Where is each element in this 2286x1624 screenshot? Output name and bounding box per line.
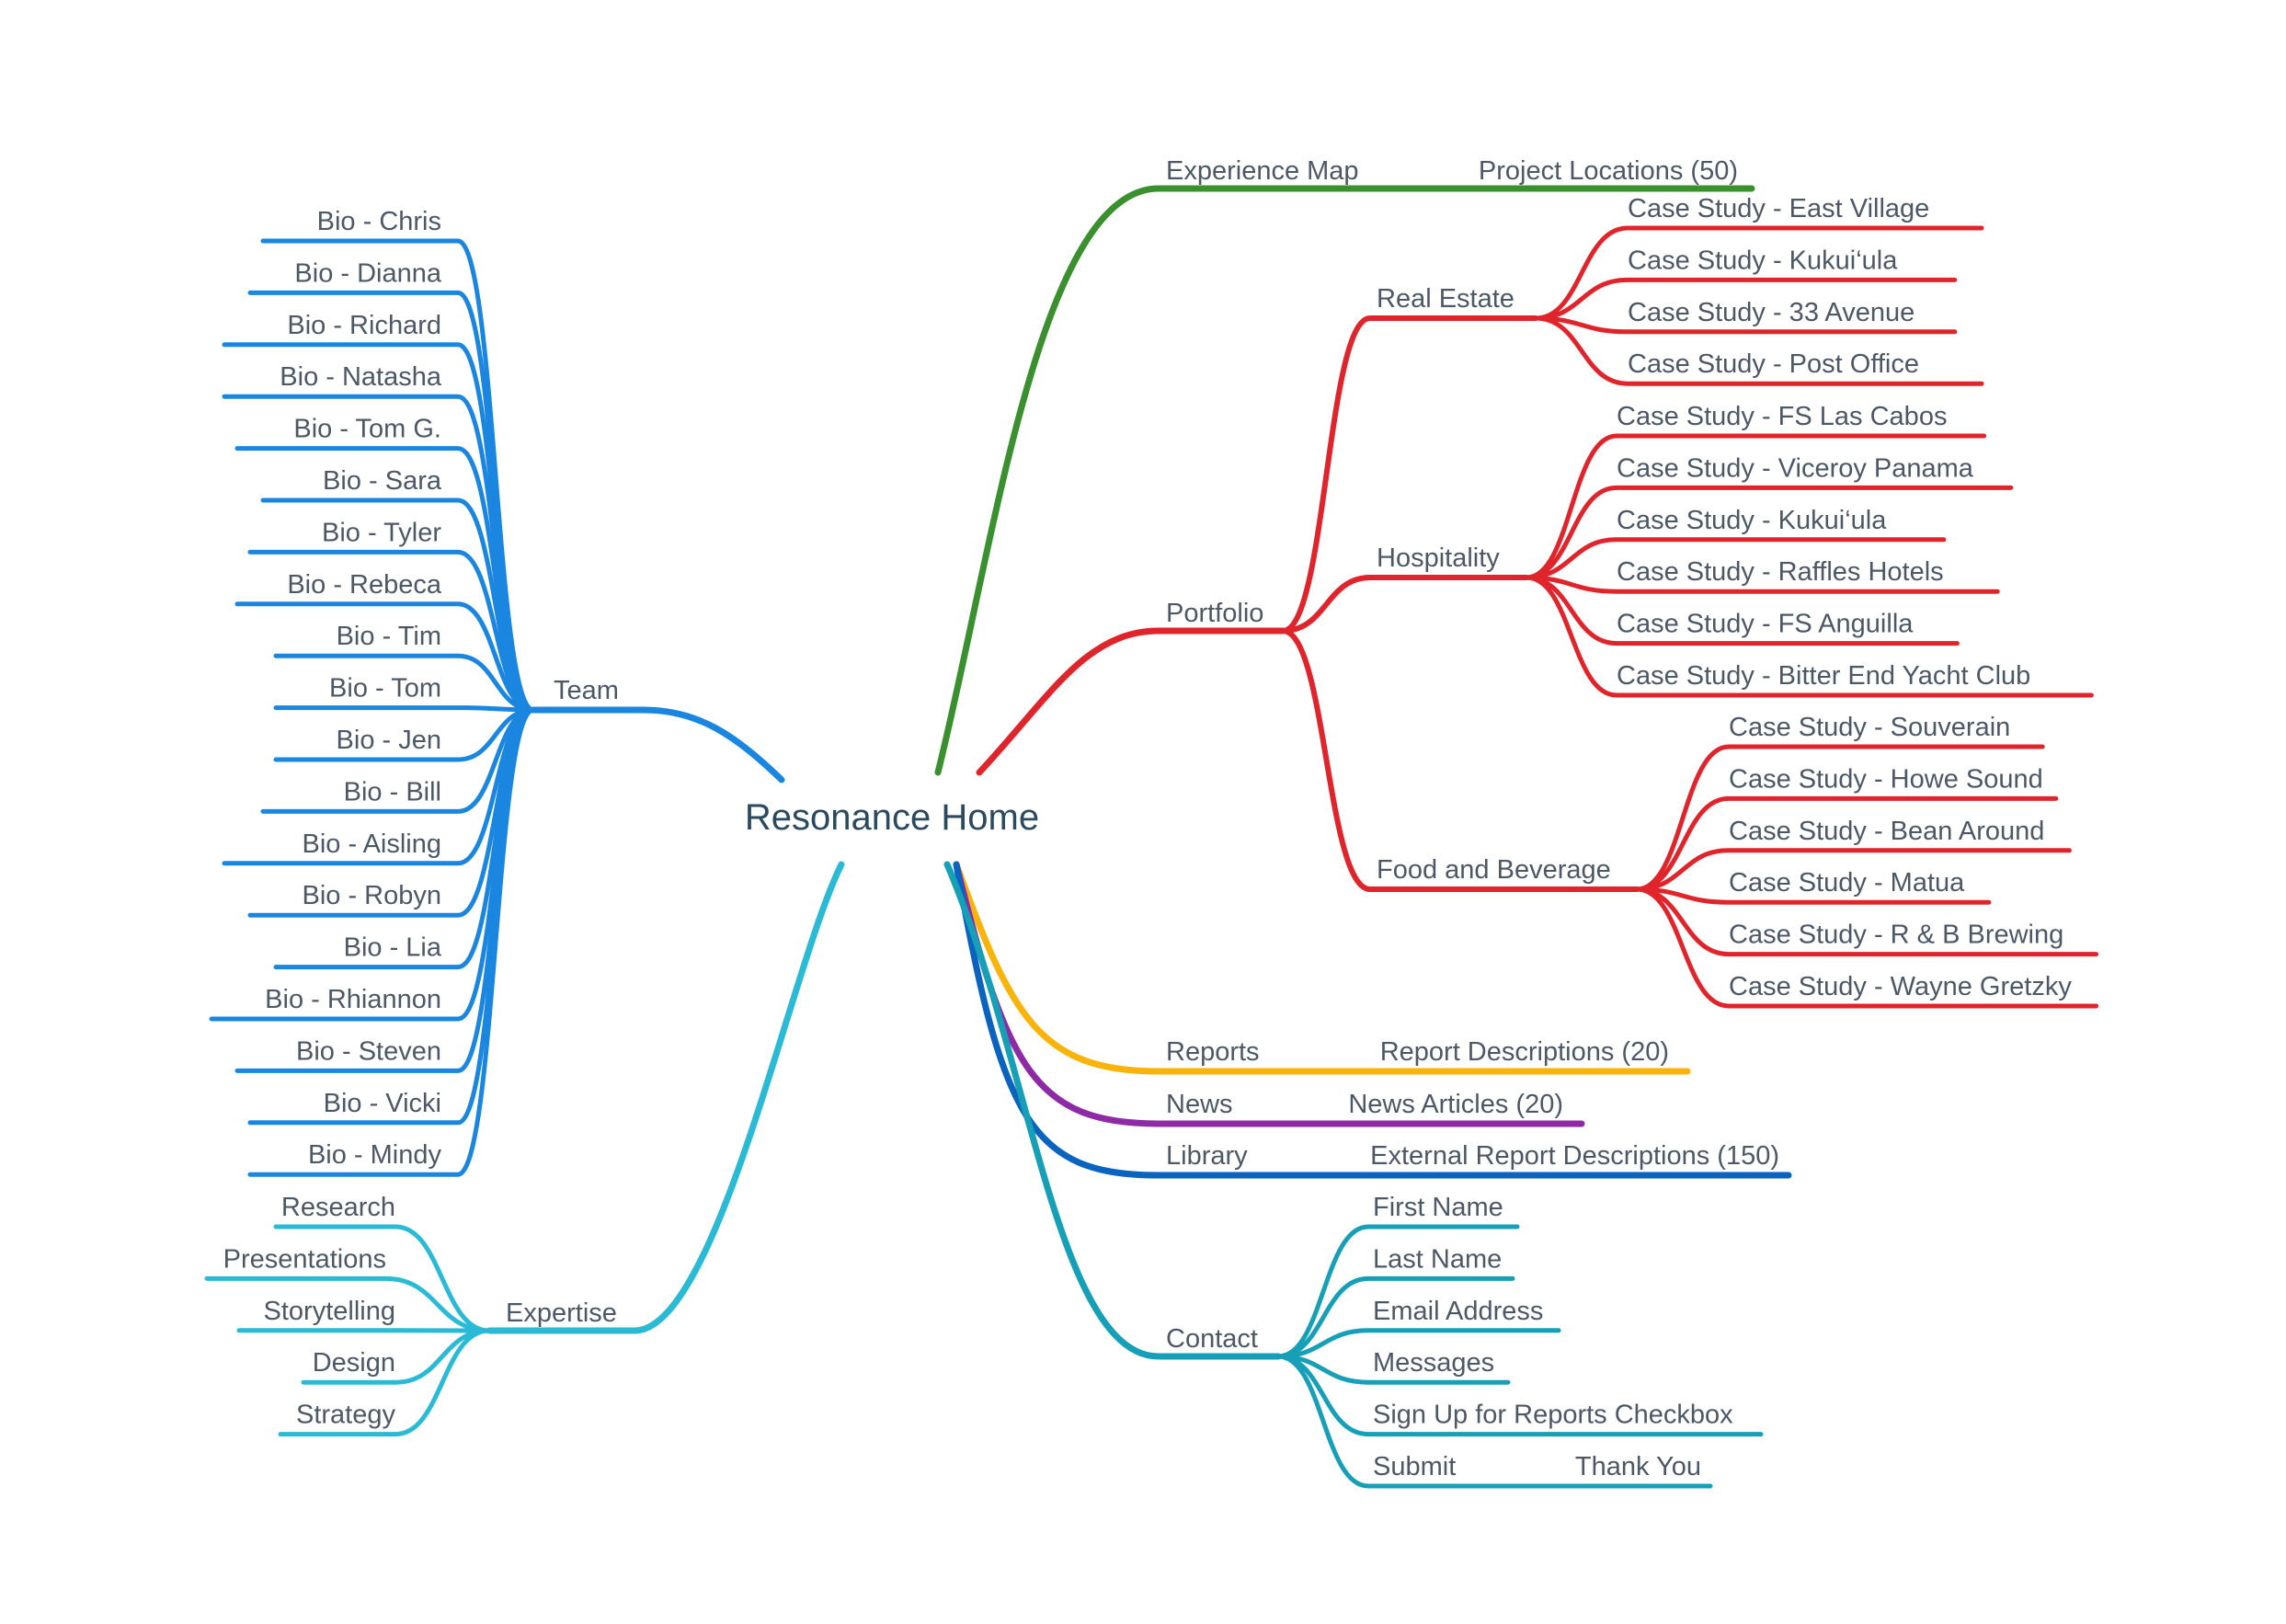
node-team-bio-16[interactable]: Bio - Rhiannon bbox=[265, 985, 441, 1014]
node-food-and-beverage-case-6[interactable]: Case Study - Wayne Gretzky bbox=[1729, 972, 2072, 1001]
edge-real-estate-1 bbox=[1533, 225, 1984, 321]
node-hospitality-case-2[interactable]: Case Study - Viceroy Panama bbox=[1617, 453, 1974, 483]
node-portfolio[interactable]: Portfolio bbox=[1166, 599, 1263, 628]
edge-real-estate-2 bbox=[1533, 277, 1958, 321]
edge-hospitality-2 bbox=[1524, 485, 2014, 580]
node-reports[interactable]: Reports bbox=[1166, 1037, 1260, 1067]
node-contact[interactable]: Contact bbox=[1166, 1324, 1258, 1354]
node-team-bio-11[interactable]: Bio - Jen bbox=[337, 726, 441, 755]
edge-hospitality-6 bbox=[1524, 575, 2094, 698]
node-real-estate-case-3[interactable]: Case Study - 33 Avenue bbox=[1628, 298, 1915, 327]
node-hospitality-case-6[interactable]: Case Study - Bitter End Yacht Club bbox=[1617, 661, 2030, 691]
node-real-estate[interactable]: Real Estate bbox=[1377, 284, 1514, 314]
edge-team-10 bbox=[273, 705, 536, 713]
edge-hospitality-3 bbox=[1524, 537, 1947, 580]
node-news-child[interactable]: News Articles (20) bbox=[1348, 1090, 1563, 1119]
node-contact-last-name[interactable]: Last Name bbox=[1373, 1244, 1502, 1274]
node-contact-submit[interactable]: Submit bbox=[1373, 1452, 1456, 1481]
branch-expertise bbox=[486, 861, 845, 1334]
node-contact-messages[interactable]: Messages bbox=[1373, 1348, 1494, 1378]
node-team-bio-6[interactable]: Bio - Sara bbox=[323, 466, 442, 496]
node-hospitality-case-5[interactable]: Case Study - FS Anguilla bbox=[1617, 610, 1914, 639]
node-team-bio-12[interactable]: Bio - Bill bbox=[344, 777, 441, 806]
node-library-child[interactable]: External Report Descriptions (150) bbox=[1370, 1141, 1779, 1171]
node-expertise[interactable]: Expertise bbox=[506, 1298, 617, 1328]
node-team-bio-15[interactable]: Bio - Lia bbox=[344, 933, 442, 963]
node-contact-email-address[interactable]: Email Address bbox=[1373, 1297, 1543, 1326]
node-team-bio-2[interactable]: Bio - Dianna bbox=[294, 258, 441, 288]
branch-reports bbox=[953, 861, 1691, 1075]
node-team-bio-8[interactable]: Bio - Rebeca bbox=[287, 570, 442, 600]
node-expertise-research[interactable]: Research bbox=[281, 1193, 395, 1222]
node-expertise-design[interactable]: Design bbox=[313, 1348, 395, 1378]
node-food-and-beverage-case-4[interactable]: Case Study - Matua bbox=[1729, 868, 1965, 898]
node-hospitality-case-1[interactable]: Case Study - FS Las Cabos bbox=[1617, 402, 1947, 431]
node-team-bio-13[interactable]: Bio - Aisling bbox=[302, 829, 441, 859]
node-food-and-beverage-case-5[interactable]: Case Study - R & B Brewing bbox=[1729, 921, 2063, 950]
branch-team bbox=[530, 706, 785, 783]
node-reports-child[interactable]: Report Descriptions (20) bbox=[1380, 1037, 1669, 1067]
node-library[interactable]: Library bbox=[1166, 1141, 1248, 1171]
node-team-bio-1[interactable]: Bio - Chris bbox=[317, 207, 441, 236]
node-contact-first-name[interactable]: First Name bbox=[1373, 1193, 1503, 1222]
node-team-bio-9[interactable]: Bio - Tim bbox=[337, 622, 441, 651]
node-team-bio-19[interactable]: Bio - Mindy bbox=[308, 1140, 442, 1170]
edge-team-9 bbox=[273, 653, 536, 713]
node-team-bio-5[interactable]: Bio - Tom G. bbox=[293, 415, 441, 444]
node-real-estate-case-4[interactable]: Case Study - Post Office bbox=[1628, 349, 1919, 379]
node-team-bio-10[interactable]: Bio - Tom bbox=[329, 674, 441, 703]
node-team-bio-3[interactable]: Bio - Richard bbox=[287, 311, 441, 340]
edge-food-and-beverage-3 bbox=[1634, 848, 2072, 892]
edge-expertise-2 bbox=[204, 1275, 492, 1333]
edge-food-and-beverage-6 bbox=[1634, 886, 2099, 1009]
edge-real-estate-4 bbox=[1533, 315, 1984, 386]
node-team[interactable]: Team bbox=[554, 676, 619, 705]
branch-portfolio bbox=[976, 627, 1286, 776]
node-hospitality-case-3[interactable]: Case Study - Kukui‘ula bbox=[1617, 506, 1887, 535]
node-food-and-beverage-case-1[interactable]: Case Study - Souverain bbox=[1729, 713, 2010, 742]
node-thank-you[interactable]: Thank You bbox=[1575, 1452, 1701, 1481]
edge-food-and-beverage-1 bbox=[1634, 744, 2045, 892]
node-real-estate-case-2[interactable]: Case Study - Kukui‘ula bbox=[1628, 246, 1898, 275]
node-hospitality-case-4[interactable]: Case Study - Raffles Hotels bbox=[1617, 557, 1944, 587]
node-expertise-presentations[interactable]: Presentations bbox=[223, 1244, 386, 1274]
node-news[interactable]: News bbox=[1166, 1090, 1233, 1119]
edge-contact-last-name bbox=[1275, 1275, 1515, 1359]
edge-food-and-beverage-2 bbox=[1634, 795, 2059, 892]
edge-expertise-1 bbox=[273, 1224, 492, 1333]
edge-portfolio-hospitality bbox=[1280, 575, 1529, 634]
node-team-bio-18[interactable]: Bio - Vicki bbox=[324, 1089, 441, 1118]
node-team-bio-17[interactable]: Bio - Steven bbox=[296, 1036, 441, 1066]
branch-news bbox=[953, 861, 1585, 1127]
branch-contact bbox=[943, 861, 1282, 1360]
root-node[interactable]: Resonance Home bbox=[745, 797, 1039, 838]
edge-portfolio-real-estate bbox=[1280, 315, 1538, 634]
edge-team-19 bbox=[247, 707, 536, 1177]
edge-expertise-5 bbox=[278, 1328, 492, 1437]
node-team-bio-14[interactable]: Bio - Robyn bbox=[302, 881, 441, 910]
node-expertise-storytelling[interactable]: Storytelling bbox=[264, 1297, 395, 1326]
node-team-bio-4[interactable]: Bio - Natasha bbox=[280, 362, 442, 392]
node-expertise-strategy[interactable]: Strategy bbox=[296, 1401, 395, 1430]
node-food-and-beverage-case-3[interactable]: Case Study - Bean Around bbox=[1729, 817, 2044, 846]
node-project-locations[interactable]: Project Locations (50) bbox=[1479, 156, 1738, 186]
node-real-estate-case-1[interactable]: Case Study - East Village bbox=[1628, 194, 1929, 223]
node-contact-sign-up-for-reports-checkbox[interactable]: Sign Up for Reports Checkbox bbox=[1373, 1401, 1733, 1430]
node-food-and-beverage-case-2[interactable]: Case Study - Howe Sound bbox=[1729, 764, 2043, 794]
edge-contact-submit bbox=[1275, 1354, 1469, 1489]
node-team-bio-7[interactable]: Bio - Tyler bbox=[322, 518, 441, 547]
edge-contact-first-name bbox=[1275, 1224, 1520, 1359]
node-food-and-beverage[interactable]: Food and Beverage bbox=[1377, 855, 1611, 885]
edge-portfolio-food-and-beverage bbox=[1280, 628, 1640, 892]
node-hospitality[interactable]: Hospitality bbox=[1377, 543, 1500, 573]
node-experience-map[interactable]: Experience Map bbox=[1166, 156, 1359, 186]
branch-experience-map bbox=[934, 185, 1755, 776]
